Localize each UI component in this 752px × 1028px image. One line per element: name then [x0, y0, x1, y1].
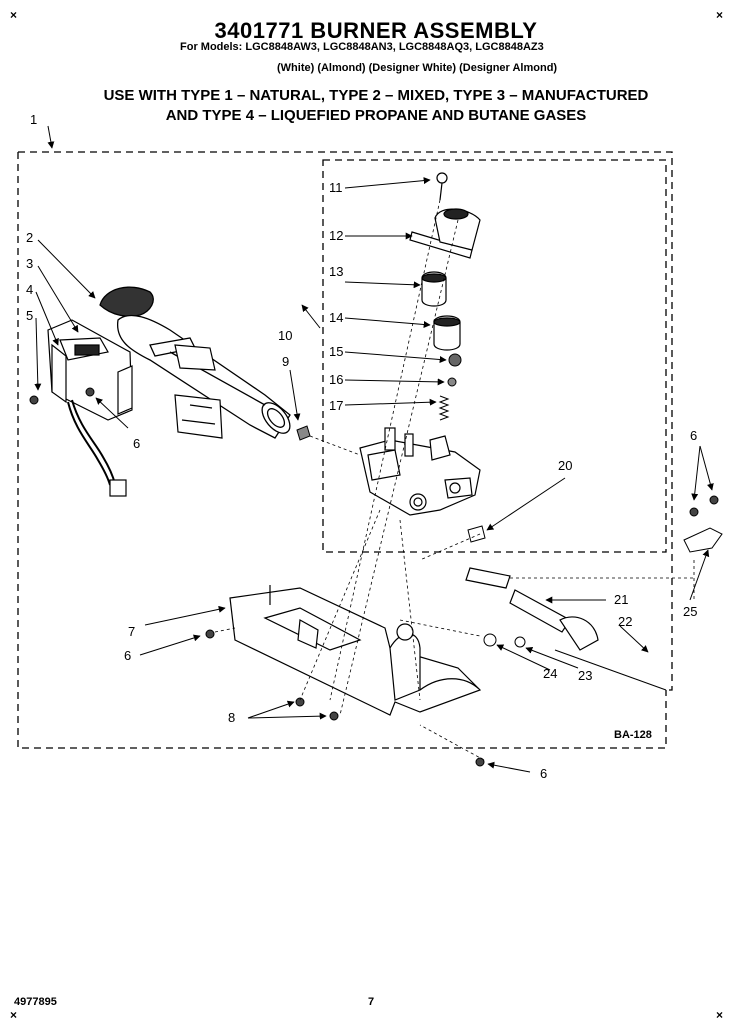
callout-label: 6	[133, 436, 140, 451]
callout-label: 15	[329, 344, 343, 359]
color-list: (White) (Almond) (Designer White) (Desig…	[277, 62, 558, 74]
callout-label: 8	[228, 710, 235, 725]
callout-label: 3	[26, 256, 33, 271]
igniter-bracket	[47, 319, 133, 421]
igniter-wire	[67, 399, 127, 497]
callout-label: 12	[329, 228, 343, 243]
callout-label: 6	[690, 428, 697, 443]
callout-label: 13	[329, 264, 343, 279]
corner-mark: ×	[10, 8, 18, 22]
callout-label: 24	[543, 666, 557, 681]
callout-label: 6	[540, 766, 547, 781]
base-plate	[229, 585, 482, 716]
assembly-outline	[18, 151, 673, 691]
callout-label: 2	[26, 230, 33, 245]
corner-mark: ×	[10, 1008, 18, 1022]
valve-small-parts	[438, 353, 462, 421]
callout-label: 9	[282, 354, 289, 369]
gas-valve	[359, 427, 481, 516]
screw	[205, 629, 485, 767]
coil-bracket	[409, 208, 481, 259]
callout-label: 6	[124, 648, 131, 663]
callout-label: 17	[329, 398, 343, 413]
model-list: For Models: LGC8848AW3, LGC8848AN3, LGC8…	[180, 41, 544, 53]
screw	[29, 387, 95, 405]
gas-type-line-2: AND TYPE 4 – LIQUEFIED PROPANE AND BUTAN…	[165, 107, 587, 124]
callout-label: 16	[329, 372, 343, 387]
valve-fitting	[467, 525, 486, 543]
callout-label: 25	[683, 604, 697, 619]
orifice	[296, 425, 311, 441]
part-number: 4977895	[14, 996, 57, 1008]
corner-mark: ×	[716, 8, 724, 22]
callout-label: 10	[278, 328, 292, 343]
callout-label: 14	[329, 310, 343, 325]
screw	[436, 172, 448, 201]
callout-label: 21	[614, 592, 628, 607]
callout-label: 4	[26, 282, 33, 297]
assembly-outline	[17, 152, 667, 749]
callout-label: 1	[30, 112, 37, 127]
callout-label: 23	[578, 668, 592, 683]
callout-leaders	[34, 125, 714, 773]
page-title: 3401771 BURNER ASSEMBLY	[214, 18, 538, 43]
alignment-lines	[214, 199, 695, 761]
valve-assembly-outline	[322, 159, 667, 553]
callout-label: 7	[128, 624, 135, 639]
callout-label: 20	[558, 458, 572, 473]
callout-label: 11	[329, 180, 343, 195]
pipe-nut	[483, 633, 526, 648]
burner-bracket	[174, 344, 223, 439]
gas-type-line-1: USE WITH TYPE 1 – NATURAL, TYPE 2 – MIXE…	[103, 87, 649, 104]
gas-pipe	[465, 567, 599, 651]
callout-bracket-22	[554, 625, 667, 691]
diagram-code: BA-128	[614, 729, 652, 741]
page-number: 7	[368, 996, 375, 1008]
callout-label: 5	[26, 308, 33, 323]
callout-label: 22	[618, 614, 632, 629]
valve-coil	[421, 271, 461, 351]
ground-bracket	[683, 495, 723, 553]
corner-mark: ×	[716, 1008, 724, 1022]
